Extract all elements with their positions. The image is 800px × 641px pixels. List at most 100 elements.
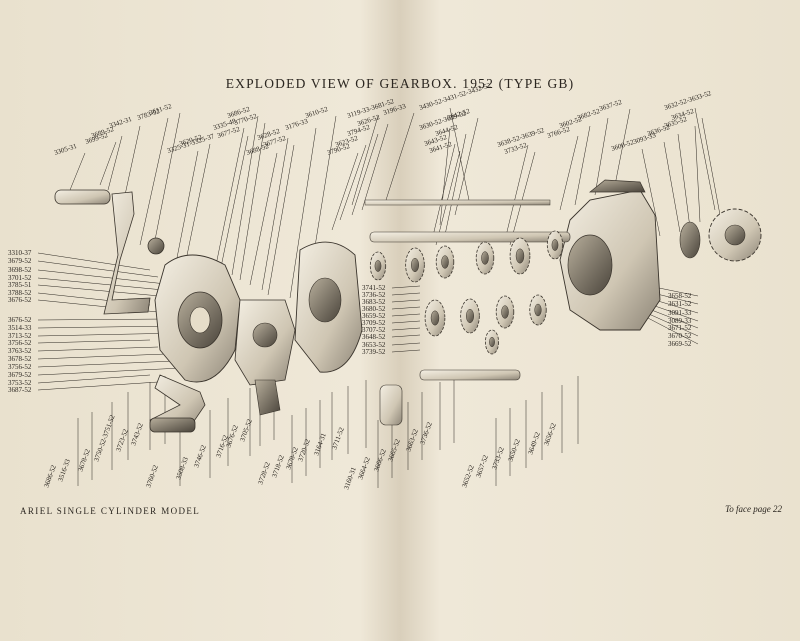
shafts: [364, 199, 571, 426]
leader-line: [454, 117, 479, 216]
part-number-label: 3600-52: [610, 138, 635, 153]
end-cover: [154, 254, 241, 383]
part-number-label: 3676-52: [8, 296, 32, 304]
part-number-label: 3093-33: [632, 131, 657, 146]
leader-line: [214, 127, 245, 271]
leader-line: [643, 315, 699, 345]
part-number-label: 3089-33: [668, 317, 692, 325]
leader-line: [37, 353, 167, 360]
leader-line: [439, 127, 451, 226]
page-title: EXPLODED VIEW OF GEARBOX. 1952 (TYPE GB): [225, 76, 575, 91]
leader-line: [509, 151, 536, 246]
footer-page-reference: To face page 22: [725, 504, 782, 514]
part-number-label: 3763-52: [8, 347, 32, 355]
part-number-label: 3669-52: [668, 340, 692, 348]
leader-line: [261, 137, 289, 291]
part-number-label: 3508-33: [174, 456, 190, 481]
part-number-label: 3514-33: [8, 324, 32, 332]
part-number-label: 3342-31: [108, 115, 133, 130]
part-number-label: 3741-52: [362, 284, 386, 292]
leader-line: [444, 133, 467, 236]
leader-line: [663, 141, 681, 233]
inner-cover: [234, 299, 296, 416]
part-number-label: 3664-52: [356, 456, 372, 481]
part-number-label: 3649-52: [526, 431, 542, 456]
leader-line: [435, 150, 461, 246]
part-number-label: 3310-37: [8, 249, 32, 257]
part-number-label: 3665-52: [386, 438, 402, 463]
leader-line: [69, 152, 86, 191]
gear-pedal: [149, 374, 206, 433]
part-number-label: 3631-52: [668, 300, 692, 308]
leader-line: [361, 123, 389, 211]
part-number-label: 3676-52: [8, 316, 32, 324]
part-number-label: 3610-52: [304, 105, 329, 120]
lower-gear: [484, 329, 499, 355]
leader-line: [37, 318, 167, 321]
leader-line: [701, 117, 721, 216]
upper-gear: [405, 247, 425, 283]
leader-line: [391, 334, 421, 338]
lower-gear: [529, 294, 547, 326]
leader-line: [694, 107, 716, 211]
part-number-label: 3678-52: [76, 448, 92, 473]
leader-line: [385, 112, 415, 201]
upper-gear-cluster: [369, 230, 564, 283]
leader-line: [239, 122, 266, 281]
part-number-label: 3679-52: [8, 257, 32, 265]
part-number-label: 3746-52: [192, 444, 208, 469]
leader-line: [37, 260, 159, 278]
leader-line: [504, 144, 529, 241]
leader-line: [249, 152, 278, 286]
part-number-label: 3756-52: [8, 339, 32, 347]
lower-gear: [495, 295, 515, 329]
lower-gear: [424, 299, 446, 337]
leader-line: [37, 339, 151, 344]
part-number-label: 3648-52: [362, 333, 386, 341]
leader-line: [391, 342, 421, 346]
leader-line: [37, 325, 175, 329]
leader-line: [677, 133, 691, 229]
upper-gear: [475, 241, 495, 275]
leader-line: [641, 148, 661, 237]
part-number-label: 3718-52: [270, 454, 286, 479]
leader-line: [391, 285, 421, 289]
part-number-label: 3705-52: [238, 418, 254, 443]
leader-line: [37, 374, 151, 384]
part-number-label: 3701-52: [8, 274, 32, 282]
part-number-label: 3756-52: [8, 363, 32, 371]
gearbox-shell: [559, 179, 661, 331]
part-number-label: 3707-52: [362, 326, 386, 334]
part-number-label: 3683-52: [362, 298, 386, 306]
part-number-label: 3788-52: [8, 289, 32, 297]
part-number-label: 3790-52: [326, 142, 351, 157]
leader-line: [289, 127, 317, 299]
part-number-label: 3753-52: [8, 379, 32, 387]
leader-line: [99, 141, 117, 186]
part-number-label: 3670-52: [668, 332, 692, 340]
part-number-label: 3686-52: [42, 464, 58, 489]
part-number-label: 3723-52: [114, 428, 130, 453]
part-number-label: 3698-52: [8, 266, 32, 274]
side-plate: [294, 241, 363, 373]
leader-line: [124, 125, 141, 196]
leader-line: [391, 349, 421, 353]
leader-line: [37, 346, 159, 352]
leader-line: [351, 133, 379, 216]
upper-gear: [435, 245, 455, 279]
part-number-label: 3736-52: [418, 421, 434, 446]
leader-line: [139, 117, 169, 246]
footer-model-name: ARIEL SINGLE CYLINDER MODEL: [20, 506, 201, 516]
part-number-label: 3680-52: [362, 305, 386, 313]
part-number-label: 3713-52: [8, 332, 32, 340]
leader-line: [184, 143, 211, 266]
part-number-label: 3653-52: [362, 341, 386, 349]
part-number-label: 3687-52: [8, 386, 32, 394]
part-number-label: 3430-52-3431-52-3432-52: [418, 81, 492, 112]
part-number-label: 3656-52: [542, 422, 558, 447]
part-number-label: 3711-52: [330, 426, 346, 451]
part-number-label: 3164-31: [312, 432, 328, 457]
leader-line: [449, 107, 471, 206]
part-number-label: 3678-52: [8, 355, 32, 363]
